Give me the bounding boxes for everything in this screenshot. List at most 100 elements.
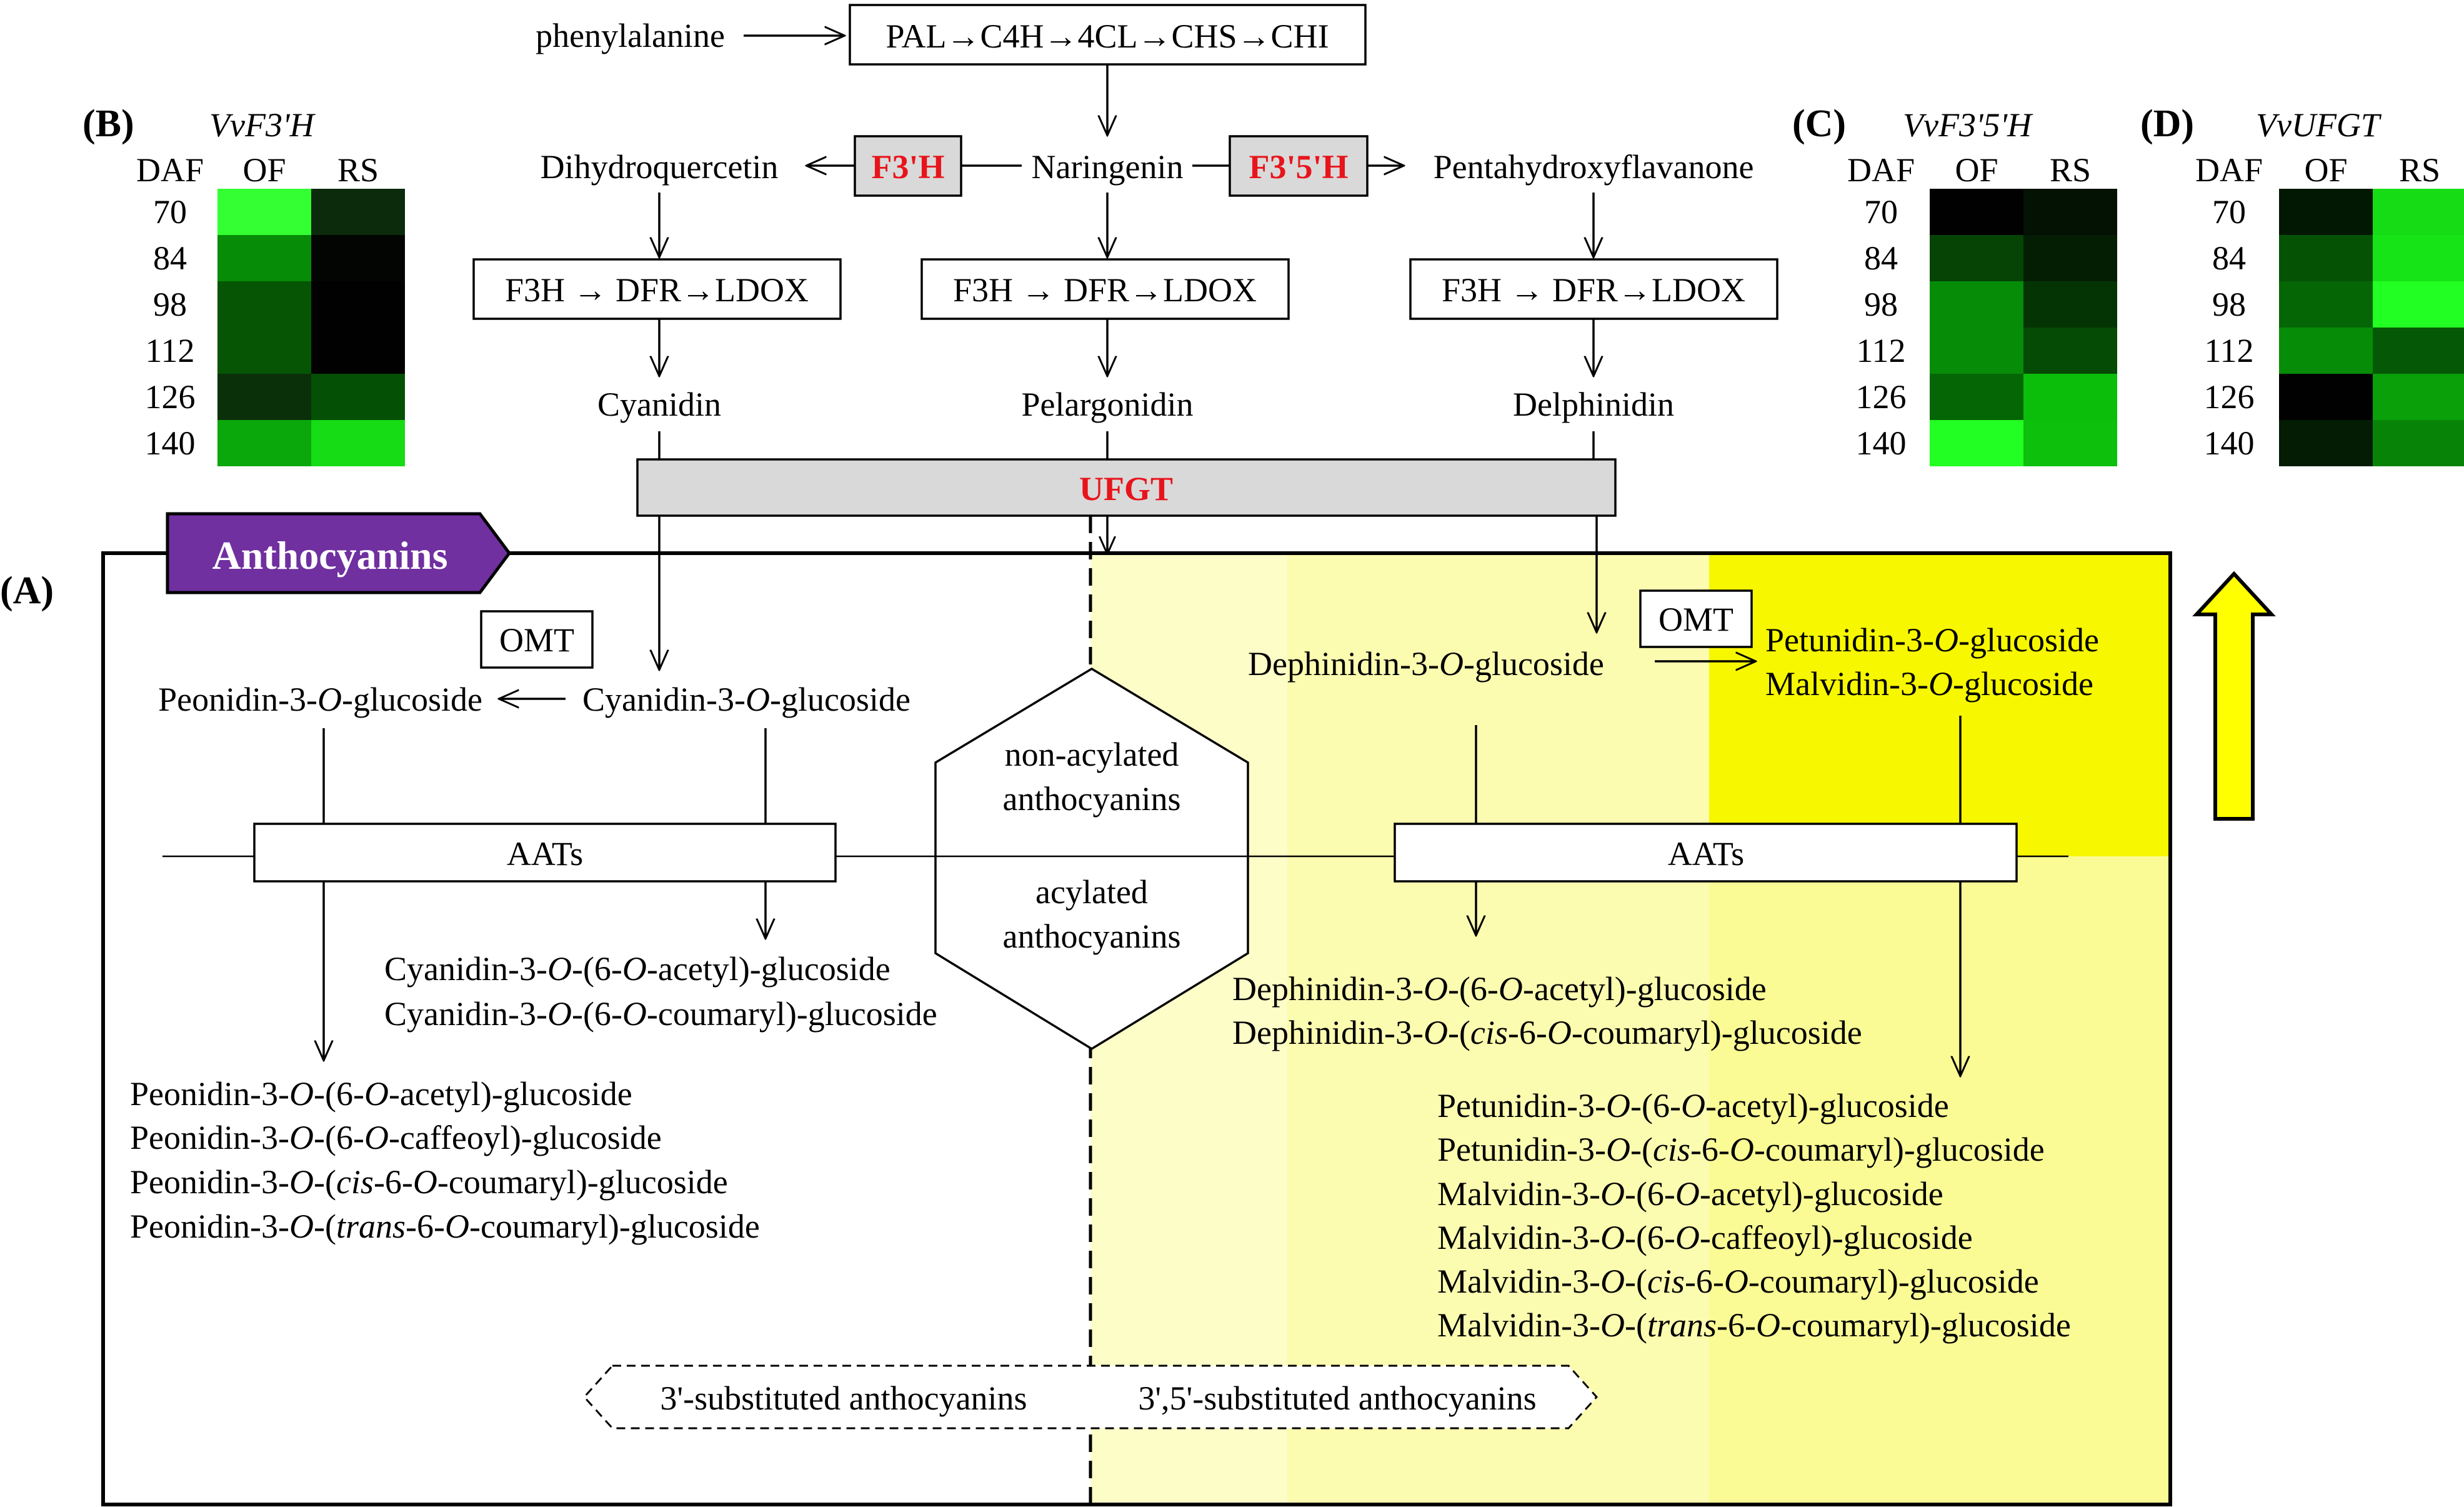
- heatmap-cell: [2373, 328, 2464, 374]
- cyanidin-acyl-2: Cyanidin-3-O-(6-O-coumaryl)-glucoside: [384, 995, 937, 1033]
- pelargonidin-label: Pelargonidin: [1022, 386, 1194, 423]
- heatmap-column-header: OF: [2304, 151, 2347, 189]
- omt-box-left: [480, 610, 594, 669]
- petmal-acyl-5: Malvidin-3-O-(cis-6-O-coumaryl)-glucosid…: [1437, 1263, 2039, 1300]
- heatmap-cell: [2373, 374, 2464, 420]
- heatmap-row-label: 112: [146, 332, 195, 369]
- heatmap-cell: [311, 281, 405, 328]
- aats-box-right: [1394, 823, 2018, 883]
- heatmap-row-label: 126: [1856, 378, 1907, 416]
- panel-a-label: (A): [0, 569, 54, 612]
- enzyme-chain-label-middle: F3H → DFR→LDOX: [953, 271, 1257, 309]
- heatmap-cell: [2373, 281, 2464, 328]
- heatmap-row-label: 112: [2205, 332, 2254, 369]
- heatmap-cell: [311, 189, 405, 235]
- heatmap-cell: [1930, 328, 2023, 374]
- dihydroquercetin-label: Dihydroquercetin: [541, 148, 779, 186]
- peonidin-acyl-1: Peonidin-3-O-(6-O-acetyl)-glucoside: [130, 1075, 632, 1113]
- anthocyanins-tag: [166, 512, 512, 594]
- peonidin-acylated-list: Peonidin-3-O-(6-O-acetyl)-glucoside Peon…: [130, 1075, 760, 1245]
- enzyme-chain-label-left: F3H → DFR→LDOX: [505, 271, 809, 309]
- heatmap-cell: [311, 420, 405, 466]
- heatmap-cell: [217, 374, 311, 420]
- heatmap-cell: [2373, 420, 2464, 466]
- heatmap-column-header: RS: [337, 151, 379, 189]
- acylation-hexagon: [934, 667, 1249, 1051]
- heatmap-panel-label: (B): [82, 103, 134, 145]
- heatmap-daf-header: DAF: [1847, 151, 1915, 189]
- heatmap-daf-header: DAF: [136, 151, 204, 189]
- dephinidin-acyl-1: Dephinidin-3-O-(6-O-acetyl)-glucoside: [1232, 970, 1767, 1008]
- cyanidin-acylated-list: Cyanidin-3-O-(6-O-acetyl)-glucoside Cyan…: [384, 950, 937, 1033]
- heatmap-cell: [311, 328, 405, 374]
- heatmap-panel-label: (D): [2140, 103, 2194, 145]
- heatmap-cell: [2023, 235, 2117, 281]
- cyanidin-glucoside-label: Cyanidin-3-O-glucoside: [582, 681, 910, 718]
- heatmap-column-header: OF: [242, 151, 286, 189]
- petmal-acyl-4: Malvidin-3-O-(6-O-caffeoyl)-glucoside: [1437, 1219, 1973, 1256]
- heatmap-row-label: 98: [153, 286, 187, 323]
- heatmap-row-label: 98: [1864, 286, 1898, 323]
- heatmap-cell: [2373, 235, 2464, 281]
- aats-box-left: [253, 823, 837, 883]
- heatmap-cell: [1930, 374, 2023, 420]
- heatmap-cell: [217, 235, 311, 281]
- heatmap-cell: [2023, 420, 2117, 466]
- heatmap-row-label: 126: [2204, 378, 2255, 416]
- heatmap-row-label: 112: [1857, 332, 1906, 369]
- heatmap-cell: [2279, 281, 2373, 328]
- heatmap-row-label: 140: [145, 424, 196, 462]
- delphinidin-label: Delphinidin: [1513, 386, 1674, 423]
- heatmap-cell: [2023, 328, 2117, 374]
- heatmap-row-label: 84: [153, 239, 187, 277]
- heatmap-row-label: 84: [2212, 239, 2246, 277]
- petunidin-malvidin-acylated-list: Petunidin-3-O-(6-O-acetyl)-glucoside Pet…: [1437, 1087, 2071, 1344]
- non-acylated-line-2: anthocyanins: [1003, 780, 1181, 818]
- petmal-acyl-2: Petunidin-3-O-(cis-6-O-coumaryl)-glucosi…: [1437, 1131, 2045, 1168]
- heatmap-row-label: 126: [145, 378, 196, 416]
- enzyme-chain-box-middle: [920, 258, 1290, 320]
- pentahydroxyflavanone-label: Pentahydroxyflavanone: [1434, 148, 1754, 186]
- sub-3-label: 3'-substituted anthocyanins: [660, 1379, 1027, 1417]
- ufgt-bar: [636, 458, 1617, 517]
- heatmap-row-label: 140: [2204, 424, 2255, 462]
- dephinidin-glucoside-label: Dephinidin-3-O-glucoside: [1248, 645, 1604, 683]
- heatmap-row-label: 140: [1856, 424, 1907, 462]
- heatmap-daf-header: DAF: [2195, 151, 2263, 189]
- heatmap-row-label: 98: [2212, 286, 2246, 323]
- dephinidin-acylated-list: Dephinidin-3-O-(6-O-acetyl)-glucoside De…: [1232, 970, 1862, 1051]
- heatmap-gene-label: VvUFGT: [2256, 106, 2382, 144]
- substitution-label-box: [582, 1364, 1599, 1429]
- heatmap-row-label: 84: [1864, 239, 1898, 277]
- heatmap-cell: [2023, 374, 2117, 420]
- heatmap-cell: [2279, 374, 2373, 420]
- f3h-enzyme-box: [854, 135, 962, 197]
- heatmap-cell: [2279, 189, 2373, 235]
- cyanidin-acyl-1: Cyanidin-3-O-(6-O-acetyl)-glucoside: [384, 950, 890, 988]
- aats-label-left: AATs: [507, 835, 583, 873]
- enzyme-chain-label-right: F3H → DFR→LDOX: [1442, 271, 1745, 309]
- peonidin-acyl-2: Peonidin-3-O-(6-O-caffeoyl)-glucoside: [130, 1119, 662, 1156]
- f35h-enzyme-label: F3'5'H: [1249, 148, 1349, 186]
- ufgt-label: UFGT: [1079, 470, 1173, 508]
- peonidin-glucoside-label: Peonidin-3-O-glucoside: [158, 681, 482, 718]
- heatmap-cell: [1930, 189, 2023, 235]
- yellow-region-medium: [1709, 856, 2170, 1504]
- acylated-line-1: acylated: [1035, 873, 1148, 911]
- heatmap-cell: [2279, 420, 2373, 466]
- heatmap-cell: [217, 420, 311, 466]
- increase-arrow-icon: [2192, 571, 2276, 821]
- heatmap-panel-label: (C): [1792, 103, 1846, 145]
- petmal-acyl-6: Malvidin-3-O-(trans-6-O-coumaryl)-glucos…: [1437, 1306, 2071, 1344]
- heatmap-column-header: RS: [2399, 151, 2440, 189]
- early-enzymes-box: [849, 4, 1367, 66]
- heatmap-cell: [2023, 281, 2117, 328]
- enzyme-chain-box-left: [472, 258, 842, 320]
- yellow-region-strong: [1709, 553, 2170, 856]
- heatmap-cell: [1930, 420, 2023, 466]
- dephinidin-acyl-2: Dephinidin-3-O-(cis-6-O-coumaryl)-glucos…: [1232, 1014, 1862, 1051]
